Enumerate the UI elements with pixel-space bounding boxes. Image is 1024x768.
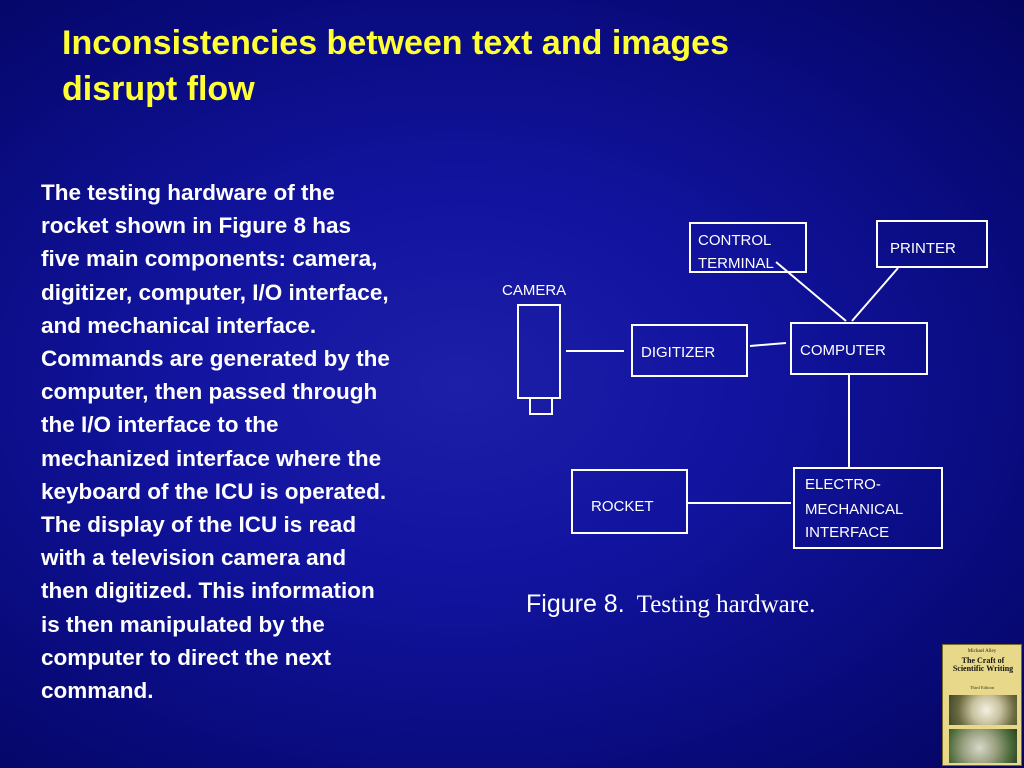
slide-title-line-1: Inconsistencies between text and images [62, 24, 730, 62]
body-line: is then manipulated by the [41, 611, 325, 637]
computer-label: COMPUTER [800, 342, 886, 359]
camera-label: CAMERA [502, 282, 567, 299]
body-line: computer to direct the next [41, 644, 332, 670]
slide-title-line-2: disrupt flow [62, 70, 255, 108]
control-terminal-label-2: TERMINAL [698, 255, 774, 272]
body-paragraph: The testing hardware of the rocket shown… [41, 176, 486, 707]
body-line: command. [41, 678, 154, 704]
body-line: The testing hardware of the [41, 180, 335, 205]
body-line: rocket shown in Figure 8 has [41, 213, 352, 239]
body-line: The display of the ICU is read [41, 512, 357, 538]
camera-lens [529, 397, 553, 415]
printer-computer-connector [851, 267, 899, 322]
body-line: with a television camera and [41, 545, 347, 571]
book-edition: Third Edition [969, 685, 995, 690]
control-terminal-label-1: CONTROL [698, 232, 772, 249]
figure-caption-text: Testing hardware. [636, 591, 816, 618]
body-line: and mechanical interface. [41, 312, 317, 338]
digitizer-computer-connector [749, 342, 787, 347]
book-author: Michael Alley [967, 649, 997, 654]
body-line: the I/O interface to the [41, 412, 279, 438]
interface-label-3: INTERFACE [805, 524, 890, 541]
body-line: five main components: camera, [41, 246, 378, 272]
camera-body [517, 304, 561, 399]
slide-title: Inconsistencies between text and images … [62, 20, 962, 112]
book-cover-image: Michael Alley The Craft of Scientific Wr… [942, 644, 1022, 766]
body-line: mechanized interface where the [41, 445, 382, 471]
book-title-line-1: The Craft of [961, 656, 1005, 665]
figure-caption: Figure 8. Testing hardware. [526, 590, 815, 619]
body-line: Commands are generated by the [41, 346, 390, 372]
figure-number: Figure 8. [526, 590, 625, 618]
digitizer-label: DIGITIZER [641, 344, 716, 361]
book-title-line-2: Scientific Writing [952, 664, 1014, 673]
body-line: computer, then passed through [41, 379, 378, 405]
body-line: digitizer, computer, I/O interface, [41, 279, 389, 305]
book-cover-photo-top [949, 695, 1017, 725]
digitizer-box: DIGITIZER [631, 324, 748, 377]
book-title: The Craft of Scientific Writing [945, 657, 1021, 673]
body-line: then digitized. This information [41, 578, 375, 604]
printer-label: PRINTER [890, 240, 956, 257]
interface-label-1: ELECTRO- [805, 476, 881, 493]
interface-label-2: MECHANICAL [805, 501, 904, 518]
book-cover-photo-bottom [949, 729, 1017, 763]
body-line: keyboard of the ICU is operated. [41, 478, 387, 504]
rocket-label: ROCKET [591, 498, 654, 515]
computer-box: COMPUTER [790, 322, 928, 375]
electro-mechanical-interface-box: ELECTRO- MECHANICAL INTERFACE [793, 467, 943, 549]
control-terminal-box: CONTROL TERMINAL [689, 222, 807, 273]
rocket-box: ROCKET [571, 469, 688, 534]
printer-box: PRINTER [876, 220, 988, 268]
